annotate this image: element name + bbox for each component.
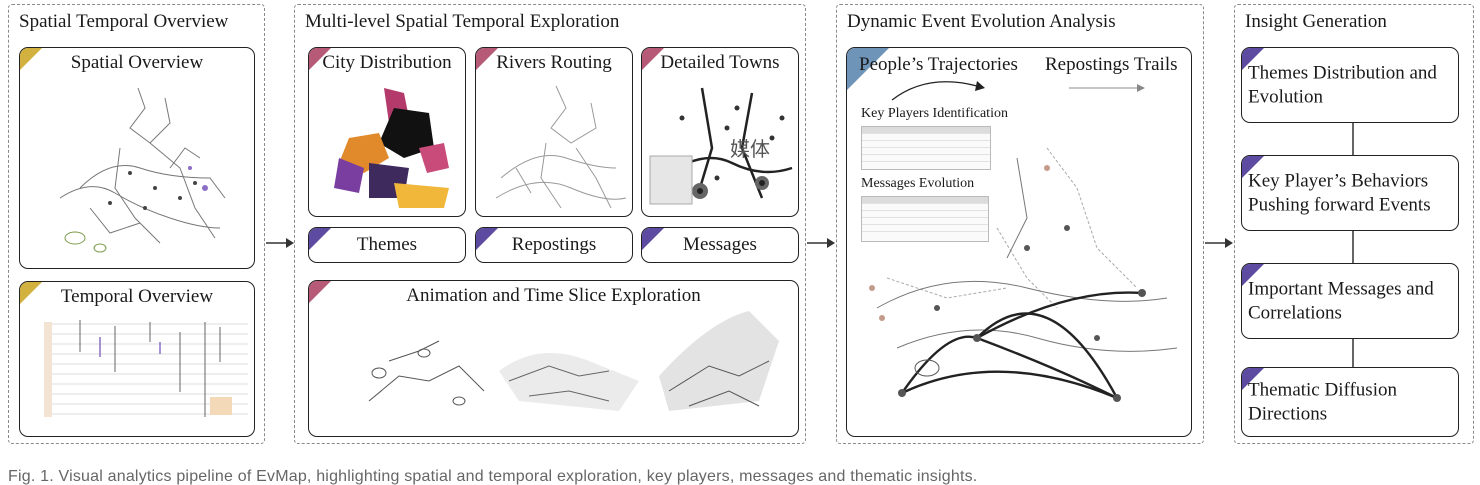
corner-tag-icon	[847, 48, 889, 90]
corner-tag-icon	[20, 282, 42, 304]
themes-button[interactable]: Themes	[308, 227, 466, 263]
insight-themes[interactable]: Themes Distribution and Evolution	[1241, 47, 1459, 123]
messages-button[interactable]: Messages	[641, 227, 799, 263]
card-title: Temporal Overview	[60, 286, 214, 307]
trajectory-arrows	[891, 81, 1145, 101]
evolution-map	[869, 147, 1178, 402]
corner-tag-icon	[1242, 156, 1264, 178]
corner-tag-icon	[1242, 264, 1264, 286]
animation-time-slice-card[interactable]: Animation and Time Slice Exploration	[308, 280, 799, 437]
insight-diffusion[interactable]: Thematic Diffusion Directions	[1241, 367, 1459, 437]
city-distribution-card[interactable]: City Distribution	[308, 47, 466, 217]
temporal-overview-chart	[44, 320, 248, 417]
card-title: Repostings	[511, 234, 597, 255]
stage-title: Multi-level Spatial Temporal Exploration	[305, 11, 620, 32]
corner-tag-icon	[309, 281, 331, 303]
card-title: Thematic Diffusion Directions	[1248, 379, 1397, 424]
event-evolution-card[interactable]: People’s Trajectories Repostings Trails …	[846, 47, 1192, 437]
detailed-towns-card[interactable]: Detailed Towns 媒体	[641, 47, 799, 217]
card-title: City Distribution	[322, 52, 452, 73]
stage-title: Insight Generation	[1245, 11, 1387, 32]
stage-multilevel-exploration: Multi-level Spatial Temporal Exploration…	[294, 4, 806, 444]
insight-messages[interactable]: Important Messages and Correlations	[1241, 263, 1459, 339]
arrow-right-icon	[1205, 238, 1233, 248]
corner-tag-icon	[642, 228, 664, 250]
corner-tag-icon	[309, 48, 331, 70]
corner-tag-icon	[1242, 48, 1264, 70]
corner-tag-icon	[476, 228, 498, 250]
corner-tag-icon	[309, 228, 331, 250]
arrow-right-icon	[807, 238, 835, 248]
stage-title: Spatial Temporal Overview	[19, 11, 229, 32]
card-title: Spatial Overview	[70, 52, 204, 73]
card-title: Rivers Routing	[496, 52, 612, 73]
card-title: Key Player’s Behaviors Pushing forward E…	[1248, 170, 1431, 215]
card-title: Themes Distribution and Evolution	[1248, 62, 1437, 107]
towns-glyph: 媒体	[730, 137, 770, 161]
rivers-routing-map	[495, 85, 627, 209]
stage-spatial-temporal-overview: Spatial Temporal Overview Spatial Overvi…	[8, 4, 265, 444]
card-title: Detailed Towns	[660, 52, 780, 73]
animation-slices	[368, 311, 779, 411]
figure-caption: Fig. 1. Visual analytics pipeline of EvM…	[8, 468, 978, 485]
rivers-routing-card[interactable]: Rivers Routing	[475, 47, 633, 217]
messages-table	[861, 196, 989, 242]
arrow-right-icon	[266, 238, 294, 248]
card-title: Important Messages and Correlations	[1248, 278, 1434, 323]
card-title: Themes	[356, 234, 418, 255]
key-players-table	[861, 126, 991, 170]
messages-evolution-label: Messages Evolution	[861, 176, 975, 191]
temporal-overview-card[interactable]: Temporal Overview	[19, 281, 255, 437]
key-players-label: Key Players Identification	[861, 106, 1008, 121]
card-title: Messages	[683, 234, 757, 255]
corner-tag-icon	[642, 48, 664, 70]
insight-key-players[interactable]: Key Player’s Behaviors Pushing forward E…	[1241, 155, 1459, 231]
repostings-button[interactable]: Repostings	[475, 227, 633, 263]
stage-title: Dynamic Event Evolution Analysis	[847, 11, 1116, 32]
spatial-overview-map	[59, 87, 226, 253]
card-title: Animation and Time Slice Exploration	[406, 285, 701, 306]
trajectories-label: People’s Trajectories	[859, 54, 1018, 75]
corner-tag-icon	[20, 48, 42, 70]
trails-label: Repostings Trails	[1045, 54, 1178, 75]
detailed-towns-map: 媒体	[649, 87, 793, 205]
spatial-overview-card[interactable]: Spatial Overview	[19, 47, 255, 269]
stage-insight-generation: Insight Generation Themes Distribution a…	[1234, 4, 1474, 444]
stage-dynamic-event-evolution: Dynamic Event Evolution Analysis People’…	[836, 4, 1204, 444]
corner-tag-icon	[1242, 368, 1264, 390]
corner-tag-icon	[476, 48, 498, 70]
city-distribution-map	[334, 88, 449, 208]
